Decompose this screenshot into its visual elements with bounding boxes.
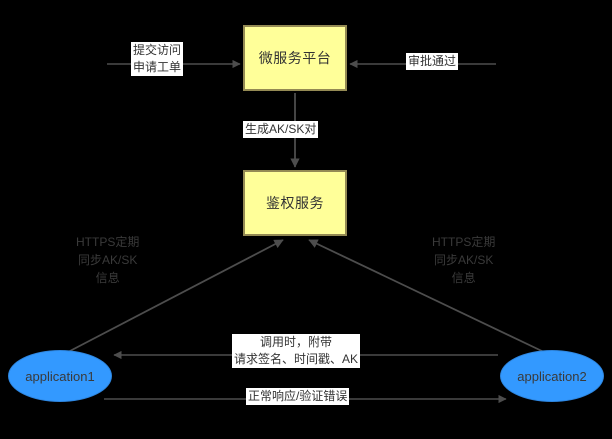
node-label-app2: application2	[517, 368, 587, 384]
edge-line-https-sync-right	[308, 239, 545, 353]
node-microservice-platform[interactable]: 微服务平台	[243, 25, 347, 91]
edge-label-response-line1: 正常响应/验证错误	[248, 389, 348, 403]
node-application2[interactable]: application2	[500, 350, 604, 402]
edge-label-response: 正常响应/验证错误	[246, 388, 350, 405]
node-auth-service[interactable]: 鉴权服务	[243, 170, 347, 236]
edge-label-https-sync-left: HTTPS定期 同步AK/SK 信息	[76, 233, 139, 287]
edge-label-https-left-line3: 信息	[95, 271, 120, 285]
node-label-platform: 微服务平台	[258, 50, 332, 66]
edge-label-https-sync-right: HTTPS定期 同步AK/SK 信息	[432, 233, 495, 287]
edge-label-approve: 审批通过	[406, 53, 459, 70]
edge-label-invoke-line2: 请求签名、时间戳、AK	[234, 352, 359, 366]
edge-label-https-left-line1: HTTPS定期	[76, 235, 140, 249]
edge-label-submit-line1: 提交访问	[133, 43, 182, 57]
edge-label-https-left-line2: 同步AK/SK	[77, 253, 138, 267]
edge-line-https-sync-left	[67, 239, 284, 353]
edge-label-invoke-line1: 调用时，附带	[260, 335, 333, 349]
edge-label-approve-line1: 审批通过	[408, 54, 457, 68]
edge-label-submit-line2: 申请工单	[133, 60, 182, 74]
node-label-app1: application1	[25, 368, 95, 384]
edge-label-https-right-line3: 信息	[451, 271, 476, 285]
edge-label-submit: 提交访问 申请工单	[131, 42, 184, 76]
edge-label-https-right-line2: 同步AK/SK	[433, 253, 494, 267]
edge-label-generate-aksk-line1: 生成AK/SK对	[245, 122, 317, 136]
edge-label-generate-aksk: 生成AK/SK对	[243, 121, 319, 138]
node-application1[interactable]: application1	[8, 350, 112, 402]
node-label-auth: 鉴权服务	[266, 195, 324, 211]
edge-label-invoke: 调用时，附带 请求签名、时间戳、AK	[232, 334, 361, 368]
edge-label-https-right-line1: HTTPS定期	[432, 235, 496, 249]
